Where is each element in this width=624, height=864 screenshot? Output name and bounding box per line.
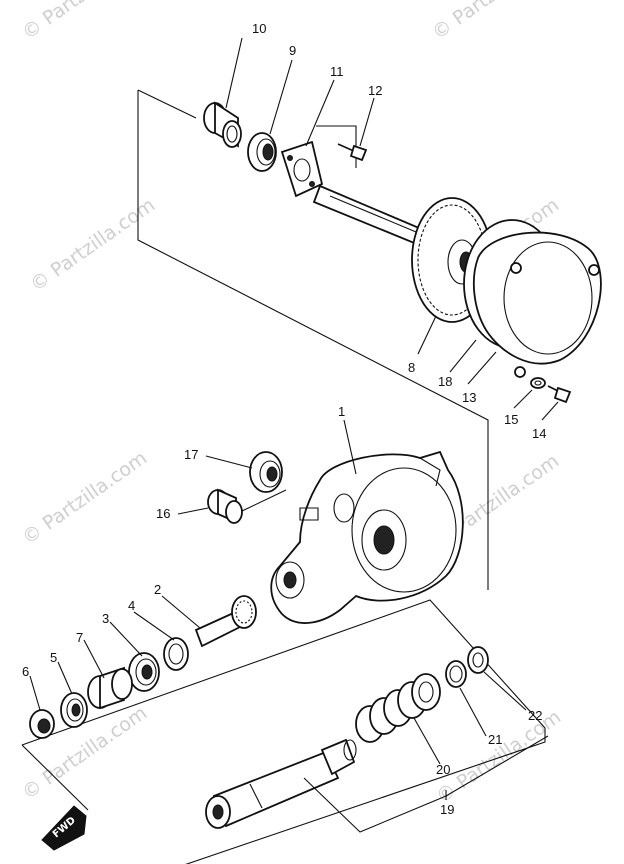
callout-13: 13 (462, 390, 476, 405)
callout-12: 12 (368, 83, 382, 98)
callout-19: 19 (440, 802, 454, 817)
bearing-part-3 (128, 652, 160, 692)
bearing-part-17 (249, 451, 283, 493)
watermark-lower-left: © Partzilla.com (18, 447, 151, 549)
bearing-part-5 (60, 692, 88, 728)
callout-2: 2 (154, 582, 161, 597)
bolt-part-14 (547, 385, 572, 404)
bearing-part-9 (247, 132, 277, 172)
callout-6: 6 (22, 664, 29, 679)
gasket-plate-part-11 (280, 140, 324, 198)
ring-part-4 (163, 637, 189, 671)
callout-7: 7 (76, 630, 83, 645)
callout-17: 17 (184, 447, 198, 462)
callout-14: 14 (532, 426, 546, 441)
forward-arrow-icon: FWD (41, 805, 87, 851)
bracket-16-17 (239, 489, 287, 513)
upper-group-top-edge (137, 89, 197, 119)
upper-group-boundary (137, 90, 489, 590)
collar-part-10 (203, 101, 242, 148)
sleeve-part-7 (87, 666, 133, 710)
callout-21: 21 (488, 732, 502, 747)
callout-1: 1 (338, 404, 345, 419)
ring-part-21 (445, 660, 467, 688)
callout-20: 20 (436, 762, 450, 777)
callout-5: 5 (50, 650, 57, 665)
callout-9: 9 (289, 43, 296, 58)
shaft-part-19 (205, 738, 357, 829)
callout-8: 8 (408, 360, 415, 375)
bracket-11 (316, 125, 357, 168)
callout-15: 15 (504, 412, 518, 427)
washer-part-15 (530, 377, 546, 389)
callout-4: 4 (128, 598, 135, 613)
lower-group-left-edge (21, 744, 89, 811)
lower-group-boundary (21, 599, 546, 864)
washer-part-22 (467, 646, 489, 674)
pinion-shaft-part-2 (194, 595, 257, 648)
callout-18: 18 (438, 374, 452, 389)
spring-part-20 (355, 673, 441, 743)
callout-16: 16 (156, 506, 170, 521)
watermark-top-left: © Partzilla.com (18, 0, 151, 44)
callout-11: 11 (330, 64, 344, 79)
watermark-top-right: © Partzilla.com (428, 0, 561, 44)
callout-numbers: 10 9 11 12 8 18 13 15 14 1 17 16 2 4 3 7… (22, 21, 546, 817)
gear-case-part-1 (270, 450, 464, 624)
callout-10: 10 (252, 21, 266, 36)
collar-part-16 (207, 488, 243, 524)
bolt-part-12 (337, 143, 368, 162)
leader-lines (29, 37, 559, 833)
cover-part-13 (472, 231, 602, 378)
seal-part-6 (29, 709, 55, 739)
watermark-mid-left: © Partzilla.com (26, 194, 159, 296)
callout-3: 3 (102, 611, 109, 626)
callout-22: 22 (528, 708, 542, 723)
